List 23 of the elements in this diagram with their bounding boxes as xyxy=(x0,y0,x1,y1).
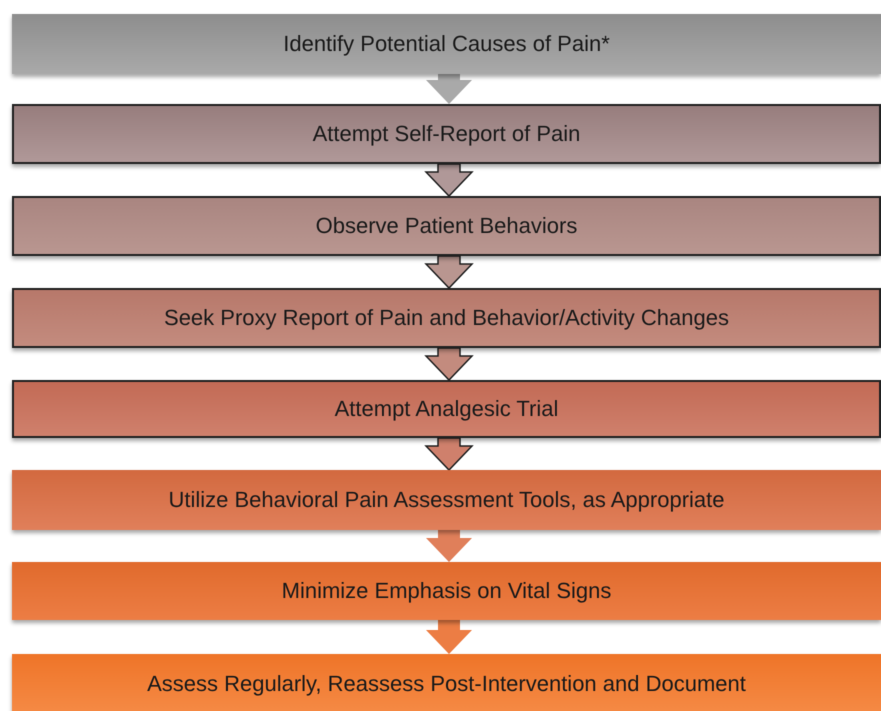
step-text: Assess Regularly, Reassess Post-Intervention and Document xyxy=(147,671,746,697)
step-text: Minimize Emphasis on Vital Signs xyxy=(282,578,612,604)
process-box xyxy=(12,654,881,711)
process-box xyxy=(12,562,881,620)
step-text: Attempt Self-Report of Pain xyxy=(312,121,580,147)
process-box xyxy=(12,104,881,164)
step-text: Observe Patient Behaviors xyxy=(316,213,578,239)
block-arrow xyxy=(424,347,474,382)
process-box xyxy=(12,196,881,256)
process-box xyxy=(12,14,881,74)
step-text: Utilize Behavioral Pain Assessment Tools, as Appropriate xyxy=(168,487,724,513)
step-text: Attempt Analgesic Trial xyxy=(334,396,558,422)
process-box xyxy=(12,470,881,530)
block-arrow xyxy=(426,74,472,104)
step-text: Identify Potential Causes of Pain* xyxy=(283,31,610,57)
block-arrow xyxy=(426,620,472,654)
block-arrow xyxy=(424,163,474,198)
block-arrow xyxy=(424,437,474,472)
block-arrow xyxy=(424,255,474,290)
process-box xyxy=(12,288,881,348)
step-text: Seek Proxy Report of Pain and Behavior/Activity Changes xyxy=(164,305,729,331)
block-arrow xyxy=(426,530,472,562)
process-box xyxy=(12,380,881,438)
